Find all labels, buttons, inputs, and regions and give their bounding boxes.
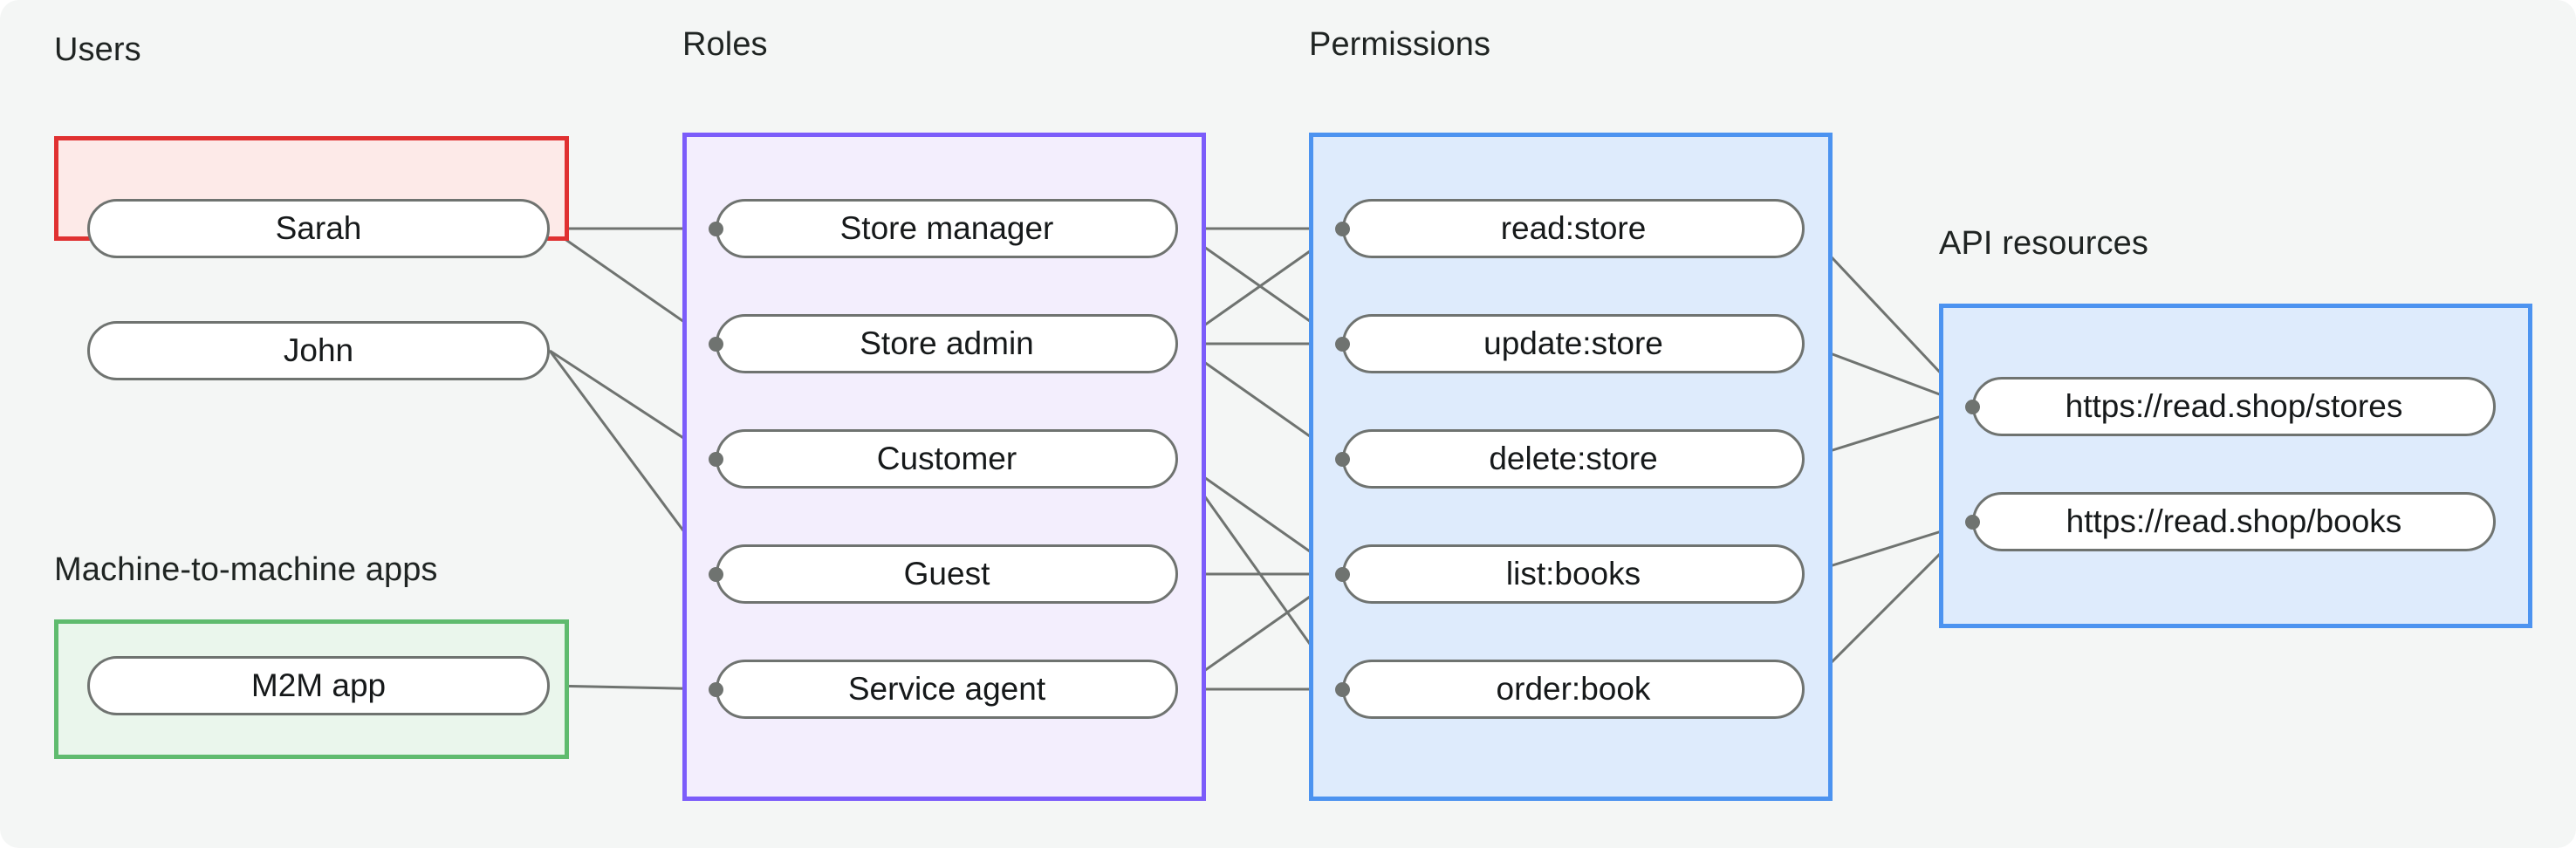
node-service-agent[interactable]: Service agent xyxy=(716,660,1178,719)
node-res-stores[interactable]: https://read.shop/stores xyxy=(1972,377,2496,436)
group-label-users: Users xyxy=(54,31,141,68)
port-dot-customer xyxy=(708,451,723,467)
node-order-book[interactable]: order:book xyxy=(1342,660,1805,719)
node-sarah[interactable]: Sarah xyxy=(87,199,550,258)
node-guest[interactable]: Guest xyxy=(716,544,1178,604)
group-label-roles: Roles xyxy=(682,26,768,63)
port-dot-read-store xyxy=(1334,221,1350,236)
node-res-books[interactable]: https://read.shop/books xyxy=(1972,492,2496,551)
node-list-books[interactable]: list:books xyxy=(1342,544,1805,604)
group-label-m2m: Machine-to-machine apps xyxy=(54,551,438,588)
node-store-admin[interactable]: Store admin xyxy=(716,314,1178,373)
port-dot-order-book xyxy=(1334,681,1350,697)
node-read-store[interactable]: read:store xyxy=(1342,199,1805,258)
node-delete-store[interactable]: delete:store xyxy=(1342,429,1805,489)
node-update-store[interactable]: update:store xyxy=(1342,314,1805,373)
port-dot-res-books xyxy=(1964,514,1980,530)
node-john[interactable]: John xyxy=(87,321,550,380)
node-customer[interactable]: Customer xyxy=(716,429,1178,489)
port-dot-service-agent xyxy=(708,681,723,697)
group-label-api-resources: API resources xyxy=(1939,225,2148,262)
port-dot-update-store xyxy=(1334,336,1350,352)
port-dot-res-stores xyxy=(1964,399,1980,414)
node-m2m-app[interactable]: M2M app xyxy=(87,656,550,715)
group-label-permissions: Permissions xyxy=(1309,26,1491,63)
port-dot-guest xyxy=(708,566,723,582)
port-dot-store-manager xyxy=(708,221,723,236)
port-dot-list-books xyxy=(1334,566,1350,582)
port-dot-delete-store xyxy=(1334,451,1350,467)
group-box-api-resources xyxy=(1939,304,2532,628)
node-store-manager[interactable]: Store manager xyxy=(716,199,1178,258)
port-dot-store-admin xyxy=(708,336,723,352)
